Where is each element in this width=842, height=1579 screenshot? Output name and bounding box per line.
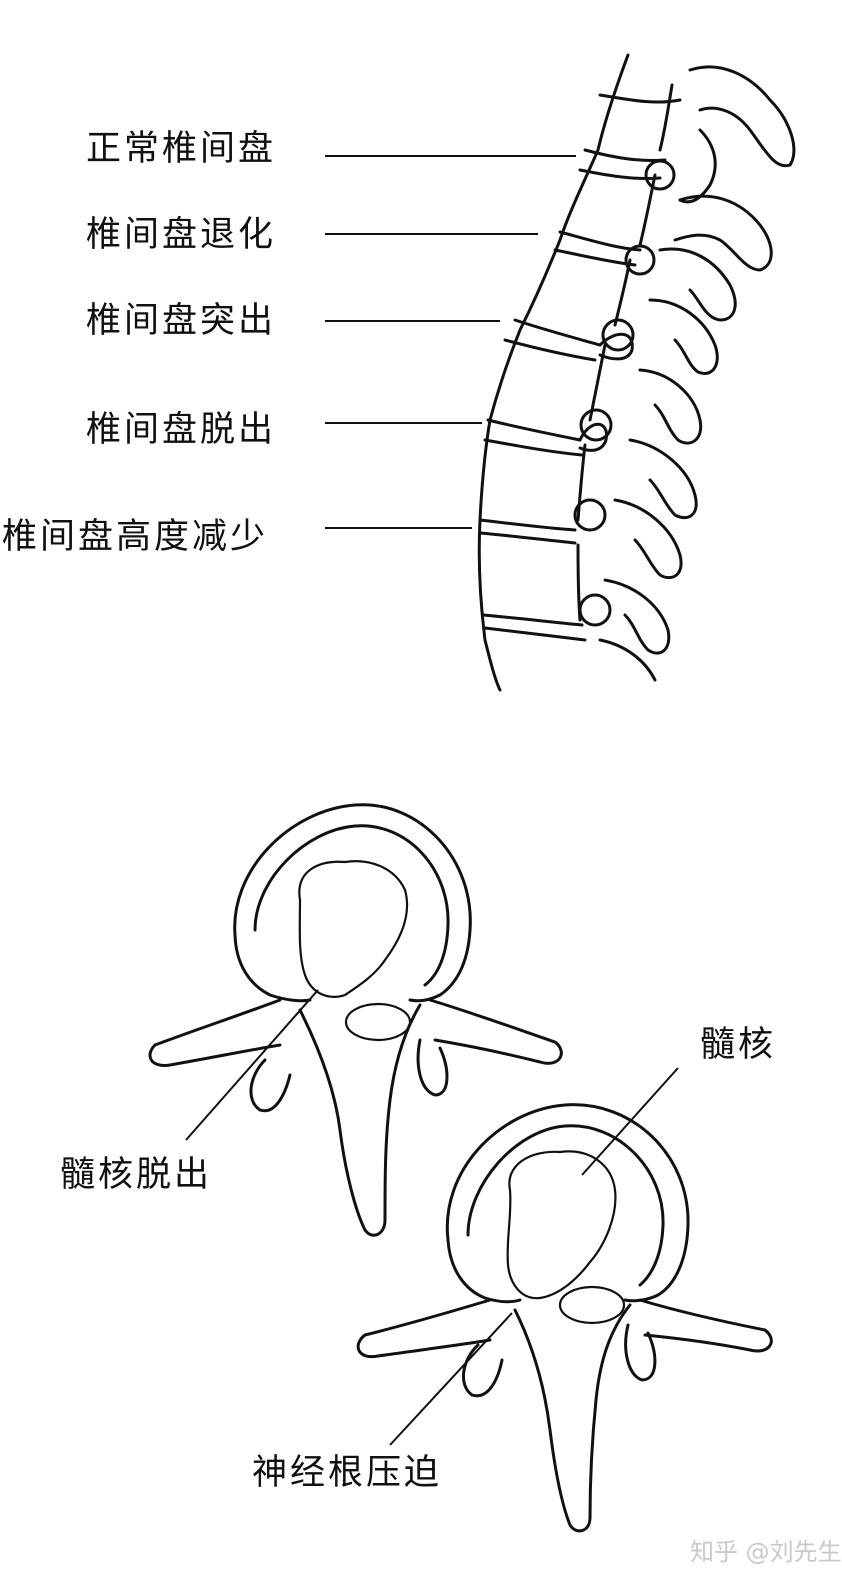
label-disc-protrusion: 椎间盘突出 bbox=[86, 304, 276, 339]
label-nucleus-herniation: 髓核脱出 bbox=[60, 1158, 212, 1193]
label-disc-height-loss: 椎间盘高度减少 bbox=[2, 520, 268, 555]
label-nerve-compression: 神经根压迫 bbox=[252, 1456, 442, 1491]
label-nucleus: 髓核 bbox=[700, 1028, 776, 1063]
spine-illustration bbox=[479, 55, 794, 690]
label-disc-degeneration: 椎间盘退化 bbox=[86, 218, 276, 253]
leader-line bbox=[186, 990, 318, 1140]
leader-line bbox=[390, 1313, 512, 1445]
label-disc-extrusion: 椎间盘脱出 bbox=[86, 413, 276, 448]
watermark: 知乎 @刘先生 bbox=[690, 1540, 842, 1564]
label-normal-disc: 正常椎间盘 bbox=[86, 132, 276, 167]
leader-line bbox=[582, 1068, 678, 1175]
